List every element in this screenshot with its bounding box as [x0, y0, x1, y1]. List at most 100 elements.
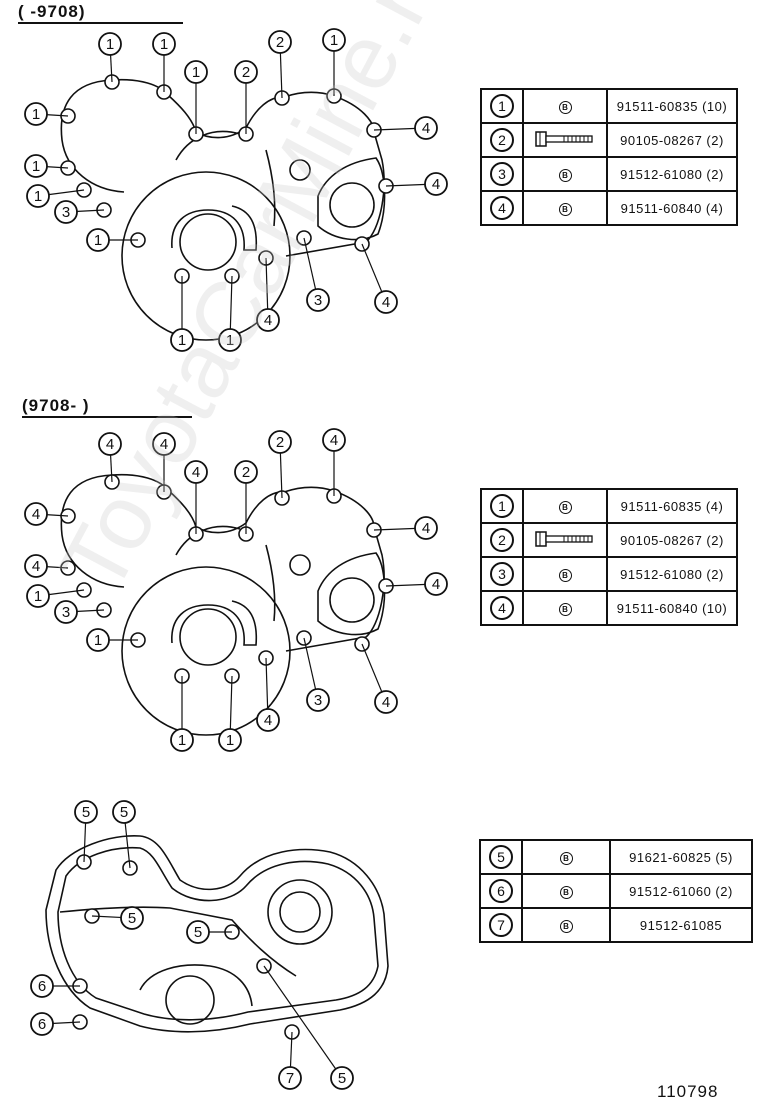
callout-label: 1 — [34, 588, 42, 605]
callout-label: 5 — [120, 804, 128, 821]
table-row: 1 B 91511-60835 (10) — [480, 88, 738, 124]
cover-outline — [60, 78, 385, 257]
callout-label: 4 — [432, 576, 440, 593]
callout-label: 4 — [106, 436, 114, 453]
callout-label: 6 — [38, 1016, 46, 1033]
callout-circle — [374, 690, 398, 714]
callout-circle — [424, 172, 448, 196]
part-number: 90105-08267 (2) — [606, 522, 738, 558]
callout-circle — [268, 430, 292, 454]
callout-label: 3 — [62, 604, 70, 621]
callout-circle — [234, 460, 258, 484]
callout-label: 4 — [264, 312, 272, 329]
part-number: 91511-60835 (10) — [606, 88, 738, 124]
callout-circle — [30, 1012, 54, 1036]
callout-label: 2 — [242, 464, 250, 481]
gasket-bore-outer — [267, 879, 333, 945]
figure-number: 110798 — [657, 1082, 719, 1101]
callout-circle — [268, 30, 292, 54]
callout-circle — [26, 184, 50, 208]
callout-label: 5 — [82, 804, 90, 821]
bolt-b-icon: B — [558, 101, 572, 114]
crank-pulley-housing — [121, 171, 291, 341]
callout-label: 5 — [338, 1070, 346, 1087]
long-bolt-icon — [535, 530, 593, 547]
callout-circle — [278, 1066, 302, 1090]
gasket-pump-bore — [165, 975, 215, 1025]
ref-number: 3 — [490, 162, 514, 186]
callout-label: 5 — [194, 924, 202, 941]
callout-circle — [306, 288, 330, 312]
ref-number: 2 — [490, 128, 514, 152]
bolt-b-icon: B — [559, 920, 573, 933]
callout-circle — [424, 572, 448, 596]
callout-circle — [98, 432, 122, 456]
callout-label: 3 — [314, 292, 322, 309]
hub-bore — [179, 608, 237, 666]
bolt-table-pre-9708: 1 B 91511-60835 (10) 2 90105-08267 (2) 3… — [480, 88, 738, 226]
callout-label: 4 — [382, 694, 390, 711]
table-row: 2 90105-08267 (2) — [480, 122, 738, 158]
callout-label: 4 — [32, 506, 40, 523]
bolt-b-icon: B — [558, 203, 572, 216]
callout-circle — [24, 102, 48, 126]
hub-bore — [179, 213, 237, 271]
callout-label: 6 — [38, 978, 46, 995]
bolt-table-post-9708: 1 B 91511-60835 (4) 2 90105-08267 (2) 3 … — [480, 488, 738, 626]
callout-circle — [24, 154, 48, 178]
callout-circle — [30, 974, 54, 998]
part-number: 91511-60840 (10) — [606, 590, 738, 626]
callout-label: 1 — [32, 158, 40, 175]
callout-circle — [184, 60, 208, 84]
bolt-b-icon: B — [559, 886, 573, 899]
callout-circle — [152, 432, 176, 456]
table-row: 6 B 91512-61060 (2) — [479, 873, 753, 909]
callout-label: 1 — [94, 632, 102, 649]
bolt-table-gasket: 5 B 91621-60825 (5) 6 B 91512-61060 (2) … — [479, 839, 753, 943]
callout-label: 4 — [192, 464, 200, 481]
part-number: 91512-61060 (2) — [609, 873, 753, 909]
callout-label: 1 — [226, 732, 234, 749]
callout-label: 2 — [276, 434, 284, 451]
cover-hole — [289, 554, 311, 576]
long-bolt-icon — [535, 130, 593, 147]
callout-label: 4 — [264, 712, 272, 729]
cover-edge — [265, 544, 276, 622]
cover-outline — [60, 473, 385, 652]
table-row: 3 B 91512-61080 (2) — [480, 156, 738, 192]
part-number: 91511-60840 (4) — [606, 190, 738, 226]
callout-circle — [218, 328, 242, 352]
callout-circle — [54, 600, 78, 624]
callout-circle — [374, 290, 398, 314]
callout-label: 4 — [382, 294, 390, 311]
table-row: 4 B 91511-60840 (4) — [480, 190, 738, 226]
cover-edge — [265, 149, 276, 227]
callout-label: 5 — [128, 910, 136, 927]
callout-circle — [414, 116, 438, 140]
ref-number: 1 — [490, 494, 514, 518]
part-number: 91511-60835 (4) — [606, 488, 738, 524]
callout-circle — [170, 328, 194, 352]
cover-hole — [289, 159, 311, 181]
callout-circle — [234, 60, 258, 84]
callout-label: 1 — [106, 36, 114, 53]
callout-circle — [330, 1066, 354, 1090]
callout-circle — [186, 920, 210, 944]
callout-label: 1 — [94, 232, 102, 249]
ref-number: 7 — [489, 913, 513, 937]
callout-circle — [184, 460, 208, 484]
part-number: 91512-61085 — [609, 907, 753, 943]
part-number: 91512-61080 (2) — [606, 156, 738, 192]
gasket-rib — [59, 906, 297, 977]
callout-label: 7 — [286, 1070, 294, 1087]
callout-label: 1 — [330, 32, 338, 49]
callout-circle — [152, 32, 176, 56]
callout-circle — [322, 428, 346, 452]
table-row: 7 B 91512-61085 — [479, 907, 753, 943]
ref-number: 2 — [490, 528, 514, 552]
ref-number: 4 — [490, 196, 514, 220]
header-range-middle: (9708- ) — [22, 396, 192, 418]
ref-number: 6 — [489, 879, 513, 903]
callout-label: 4 — [422, 520, 430, 537]
